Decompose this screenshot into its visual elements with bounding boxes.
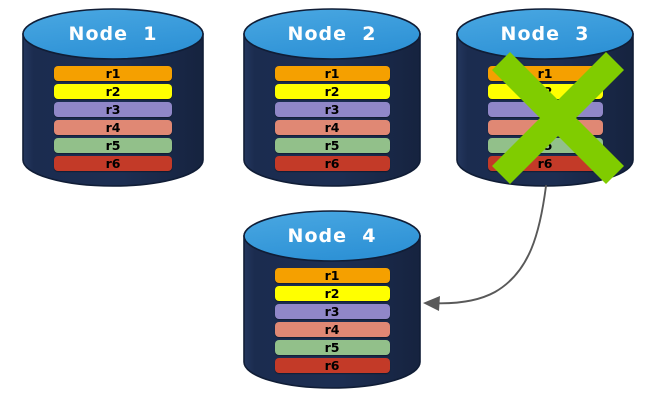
row-label: r1: [324, 268, 340, 283]
row-bar[interactable]: r3: [487, 102, 603, 117]
row-label: r1: [105, 66, 121, 81]
row-label: r5: [324, 340, 340, 355]
row-label: r6: [105, 156, 121, 171]
row-bar[interactable]: r2: [274, 84, 390, 99]
node-2[interactable]: Node 2 r1 r2 r3 r4 r5 r6: [243, 8, 421, 187]
node-3-rows: r1 r2 r3 r4 r5 r6: [456, 66, 634, 171]
row-bar[interactable]: r4: [274, 322, 390, 337]
row-bar[interactable]: r3: [274, 304, 390, 319]
row-label: r2: [105, 84, 121, 99]
row-bar[interactable]: r4: [274, 120, 390, 135]
row-bar[interactable]: r4: [487, 120, 603, 135]
row-label: r6: [324, 358, 340, 373]
row-label: r4: [324, 322, 340, 337]
row-label: r2: [324, 286, 340, 301]
row-bar[interactable]: r5: [274, 138, 390, 153]
row-bar[interactable]: r5: [487, 138, 603, 153]
node-1[interactable]: Node 1 r1 r2 r3 r4 r5 r6: [22, 8, 204, 187]
row-bar[interactable]: r2: [274, 286, 390, 301]
row-label: r3: [324, 304, 340, 319]
row-label: r1: [537, 66, 553, 81]
row-bar[interactable]: r1: [487, 66, 603, 81]
row-label: r5: [105, 138, 121, 153]
row-label: r3: [537, 102, 553, 117]
row-label: r6: [537, 156, 553, 171]
row-bar[interactable]: r1: [274, 268, 390, 283]
row-bar[interactable]: r6: [54, 156, 172, 171]
node-3[interactable]: Node 3 r1 r2 r3 r4 r5 r6: [456, 8, 634, 187]
row-label: r2: [324, 84, 340, 99]
row-label: r4: [105, 120, 121, 135]
row-label: r4: [324, 120, 340, 135]
row-bar[interactable]: r4: [54, 120, 172, 135]
row-label: r3: [324, 102, 340, 117]
row-label: r5: [324, 138, 340, 153]
row-bar[interactable]: r5: [54, 138, 172, 153]
row-bar[interactable]: r6: [487, 156, 603, 171]
row-label: r3: [105, 102, 121, 117]
row-label: r2: [537, 84, 553, 99]
row-label: r1: [324, 66, 340, 81]
row-label: r4: [537, 120, 553, 135]
row-bar[interactable]: r6: [274, 358, 390, 373]
node-1-rows: r1 r2 r3 r4 r5 r6: [22, 66, 204, 171]
row-bar[interactable]: r1: [274, 66, 390, 81]
row-bar[interactable]: r3: [274, 102, 390, 117]
row-bar[interactable]: r6: [274, 156, 390, 171]
node-2-rows: r1 r2 r3 r4 r5 r6: [243, 66, 421, 171]
row-label: r5: [537, 138, 553, 153]
row-bar[interactable]: r2: [487, 84, 603, 99]
row-bar[interactable]: r1: [54, 66, 172, 81]
row-label: r6: [324, 156, 340, 171]
node-4-rows: r1 r2 r3 r4 r5 r6: [243, 268, 421, 373]
row-bar[interactable]: r2: [54, 84, 172, 99]
row-bar[interactable]: r5: [274, 340, 390, 355]
node-4[interactable]: Node 4 r1 r2 r3 r4 r5 r6: [243, 210, 421, 389]
row-bar[interactable]: r3: [54, 102, 172, 117]
